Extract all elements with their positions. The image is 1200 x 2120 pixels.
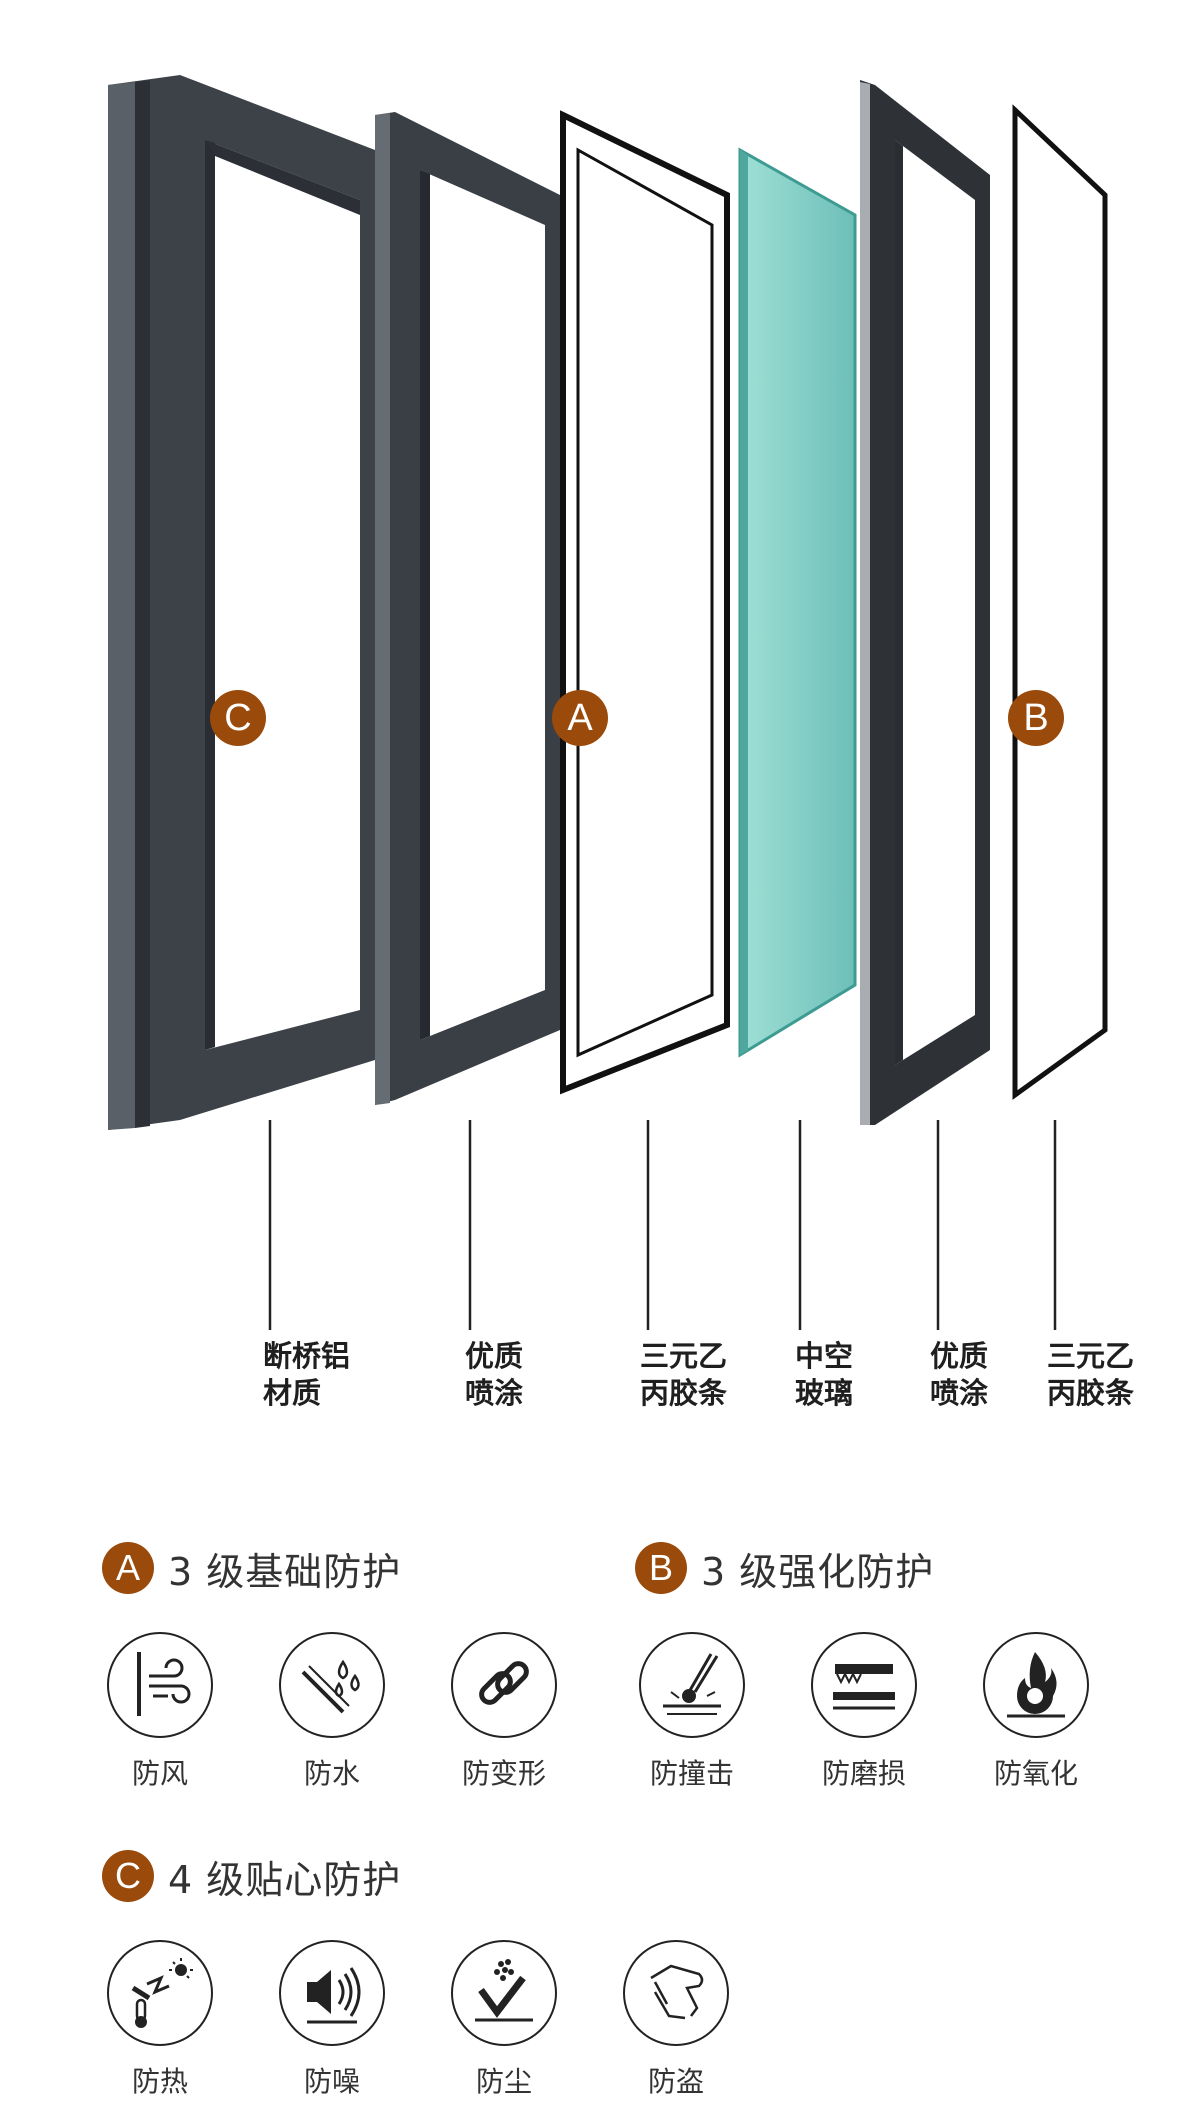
component-label-glass: 中空玻璃 [795,1339,854,1410]
section-c-title: 4 级贴心防护 [168,1857,402,1902]
component-label-coating: 优质喷涂 [465,1339,524,1410]
feature-deformation: 防变形 [424,1632,584,1792]
feature-dust-label: 防尘 [475,2065,532,2098]
section-c-heading: C 4 级贴心防护 [102,1848,401,1904]
feature-abrasion-label: 防磨损 [821,1757,906,1790]
wind-icon [107,1632,213,1738]
section-b-heading: B 3 级强化防护 [635,1540,934,1596]
section-a-title: 3 级基础防护 [168,1549,402,1594]
aluminium-frame-layer [108,75,375,1130]
feature-anti-theft-label: 防盗 [647,2065,704,2098]
flame-oxidation-icon [983,1632,1089,1738]
feature-impact-label: 防撞击 [649,1757,734,1790]
feature-noise-label: 防噪 [303,2065,360,2098]
feature-dust: 防尘 [424,1940,584,2100]
feature-deformation-label: 防变形 [461,1757,546,1790]
section-a-heading: A 3 级基础防护 [102,1540,401,1596]
feature-impact: 防撞击 [612,1632,772,1792]
insulated-glass-layer [738,147,857,1058]
coated-inner-frame-layer [860,80,990,1125]
feature-wind-label: 防风 [131,1757,188,1790]
water-drop-icon [279,1632,385,1738]
section-c-badge: C [102,1850,154,1902]
feature-noise: 防噪 [252,1940,412,2100]
feature-water-label: 防水 [303,1757,360,1790]
impact-icon [639,1632,745,1738]
exploded-window-diagram [108,75,1108,1330]
section-a-badge: A [102,1542,154,1594]
component-label-aluminium: 断桥铝材质 [263,1339,351,1410]
marker-a: A [552,690,608,746]
heat-thermometer-icon [107,1940,213,2046]
feature-heat: 防热 [80,1940,240,2100]
section-b-badge: B [635,1542,687,1594]
epdm-seal-layer-rear [1012,104,1108,1100]
feature-oxidation-label: 防氧化 [993,1757,1078,1790]
feature-wind: 防风 [80,1632,240,1792]
abrasion-icon [811,1632,917,1738]
feature-abrasion: 防磨损 [784,1632,944,1792]
component-label-epdm: 三元乙丙胶条 [640,1339,728,1410]
speaker-noise-icon [279,1940,385,2046]
component-label-coating-2: 优质喷涂 [930,1339,989,1410]
feature-oxidation: 防氧化 [956,1632,1116,1792]
anti-theft-hand-icon [623,1940,729,2046]
marker-c: C [210,690,266,746]
section-b-title: 3 级强化防护 [701,1549,935,1594]
component-label-epdm-2: 三元乙丙胶条 [1047,1339,1135,1410]
feature-anti-theft: 防盗 [596,1940,756,2100]
chain-link-icon [451,1632,557,1738]
leader-lines [268,1120,1057,1330]
dust-icon [451,1940,557,2046]
feature-heat-label: 防热 [131,2065,188,2098]
coated-sash-layer [375,112,560,1105]
feature-water: 防水 [252,1632,412,1792]
epdm-seal-layer-front [560,110,730,1095]
marker-b: B [1008,690,1064,746]
